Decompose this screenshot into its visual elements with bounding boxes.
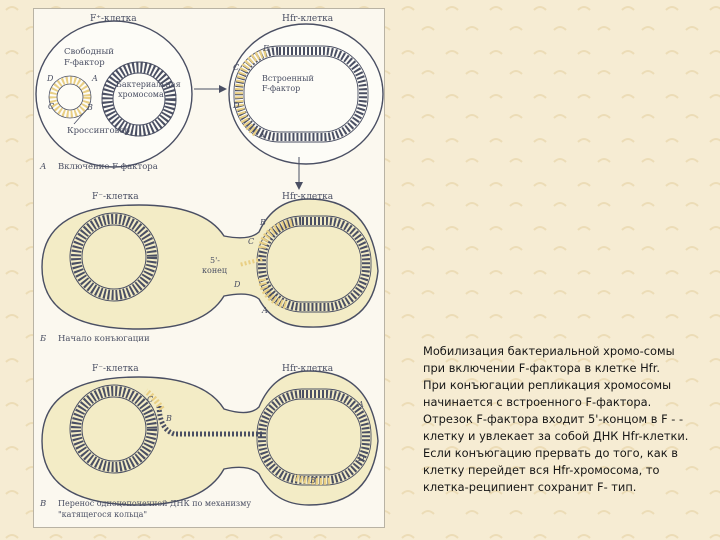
letter-c: C xyxy=(48,102,54,111)
description-caption: Мобилизация бактериальной хромо-сомы при… xyxy=(423,343,708,496)
letter-b: B xyxy=(86,103,93,112)
caption-line: начинается с встроенного F-фактора. xyxy=(423,394,708,411)
end-label-1: 5'- xyxy=(210,256,220,265)
panel-a-left-title: F⁺-клетка xyxy=(90,14,137,24)
panel-v: F⁻-клетка Hfr-клетка C B A D B В Перенос… xyxy=(39,364,378,519)
caption-line: Если конъюгацию прервать до того, как в xyxy=(423,445,708,462)
panel-v-left-title: F⁻-клетка xyxy=(92,364,139,374)
letter-b-v2: B xyxy=(309,476,316,485)
chromosome-label-1: Бактериальная xyxy=(116,80,181,89)
caption-line: клетку и увлекает за собой ДНК Hfr-клетк… xyxy=(423,428,708,445)
panel-v-right-title: Hfr-клетка xyxy=(282,364,334,374)
integrated-label-1: Встроенный xyxy=(262,74,314,83)
integrated-label-2: F-фактор xyxy=(262,84,300,93)
panel-a-right-title: Hfr-клетка xyxy=(282,14,334,24)
panel-v-letter: В xyxy=(39,499,46,509)
end-label-2: конец xyxy=(202,266,227,275)
panel-b-caption: Начало конъюгации xyxy=(58,334,150,344)
letter-a-right: A xyxy=(258,130,265,139)
panel-v-caption-2: "катящегося кольца" xyxy=(58,510,147,519)
caption-line: клетка-реципиент сохранит F- тип. xyxy=(423,479,708,496)
caption-line: Мобилизация бактериальной хромо-сомы xyxy=(423,343,708,360)
panel-a-letter: А xyxy=(39,162,46,172)
caption-line: При конъюгации репликация хромосомы xyxy=(423,377,708,394)
letter-a-v: A xyxy=(357,400,364,409)
letter-c-right: C xyxy=(233,63,239,72)
caption-line: Отрезок F-фактора входит 5'-концом в F -… xyxy=(423,411,708,428)
letter-d: D xyxy=(46,74,54,83)
letter-d-v: D xyxy=(357,454,365,463)
panel-b-right-title: Hfr-клетка xyxy=(282,192,334,202)
caption-line: при включении F-фактора в клетке Hfr. xyxy=(423,360,708,377)
f-plus-cell xyxy=(36,21,192,167)
letter-b-v: B xyxy=(165,414,172,423)
letter-a: A xyxy=(91,74,98,83)
panel-a-caption: Включение F-фактора xyxy=(58,162,158,172)
letter-e: E xyxy=(262,44,269,53)
free-factor-label-2: F-фактор xyxy=(64,58,105,68)
panel-v-caption-1: Перенос одноцепочечной ДНК по механизму xyxy=(58,499,251,508)
letter-c-b: C xyxy=(248,237,254,246)
chromosome-label-2: хромосома xyxy=(118,90,164,99)
letter-c-v: C xyxy=(147,395,153,404)
panel-b-left-title: F⁻-клетка xyxy=(92,192,139,202)
crossover-label: Кроссинговер xyxy=(67,126,130,136)
caption-line: клетку перейдет вся Hfr-хромосома, то xyxy=(423,462,708,479)
conjugation-diagram: F⁺-клетка Свободный F-фактор Бактериальн… xyxy=(34,9,384,527)
figure-panel: F⁺-клетка Свободный F-фактор Бактериальн… xyxy=(33,8,385,528)
panel-a: F⁺-клетка Свободный F-фактор Бактериальн… xyxy=(36,14,383,172)
panel-b: F⁻-клетка Hfr-клетка 5'- конец B C D A Б… xyxy=(39,192,378,344)
letter-d-b: D xyxy=(233,280,241,289)
panel-b-letter: Б xyxy=(39,334,47,344)
letter-d-right: D xyxy=(232,101,240,110)
letter-b-b: B xyxy=(259,218,266,227)
free-factor-label-1: Свободный xyxy=(64,46,114,57)
letter-a-b: A xyxy=(261,306,268,315)
